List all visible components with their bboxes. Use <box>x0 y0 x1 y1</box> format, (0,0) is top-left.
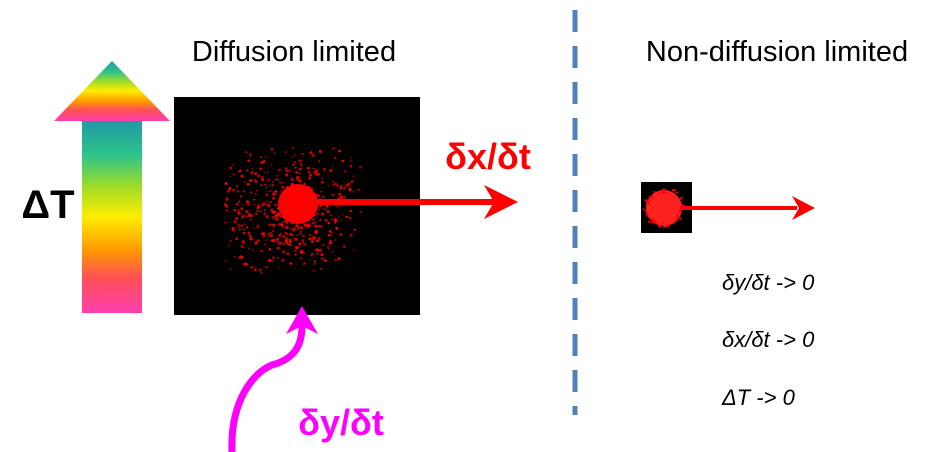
red-right-arrow-icon <box>298 185 518 219</box>
x-rate-label: δx/δt <box>445 136 531 177</box>
temperature-label: ΔT <box>21 183 74 227</box>
red-right-arrow-small-icon <box>680 196 815 220</box>
left-panel-title: Diffusion limited <box>192 36 396 68</box>
y-rate-label: δy/δt <box>298 402 384 443</box>
right-panel: Non-diffusion limited δy/δt -> 0 δx/δt -… <box>641 36 908 410</box>
magenta-curved-arrow-icon <box>228 306 318 452</box>
condition-y-rate: δy/δt -> 0 <box>722 270 815 295</box>
small-particle-cluster <box>646 190 682 226</box>
condition-x-rate: δx/δt -> 0 <box>722 327 815 352</box>
right-panel-title: Non-diffusion limited <box>646 36 908 68</box>
small-particle-speckle <box>642 188 685 229</box>
rainbow-up-arrow-icon <box>54 61 170 313</box>
left-panel: Diffusion limited ΔT δx/δt δy/δt <box>21 36 531 452</box>
condition-temperature: ΔT -> 0 <box>721 385 796 410</box>
